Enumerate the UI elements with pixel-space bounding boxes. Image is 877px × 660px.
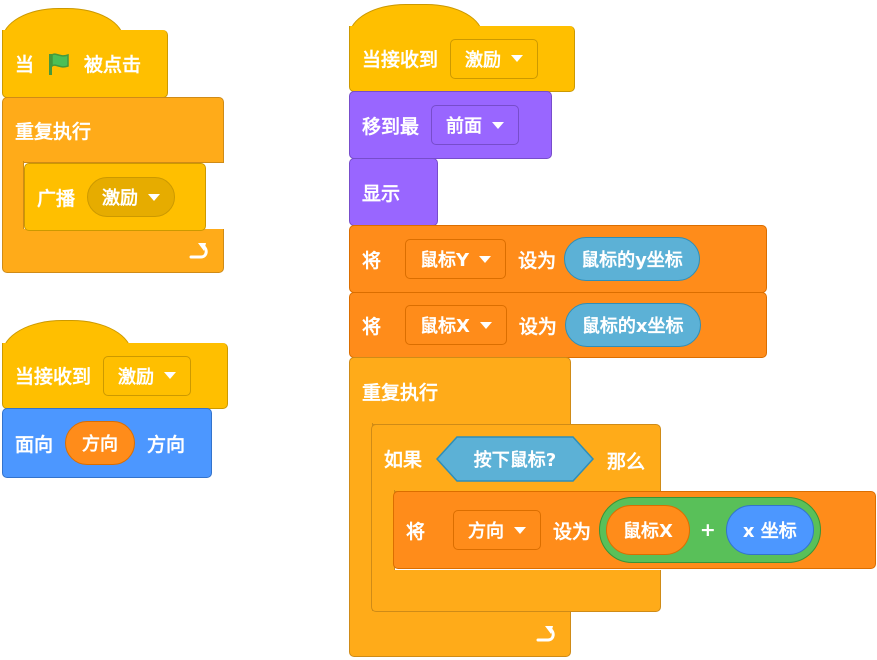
mouse-x-reporter[interactable]: 鼠标的x坐标 [564, 303, 701, 347]
point-in-direction-block[interactable]: 面向 方向 方向 [2, 408, 212, 478]
mouse-down-label-wrap: 按下鼠标? [435, 437, 595, 481]
receive-message-value: 激励 [465, 49, 502, 71]
mouse-y-label: 鼠标的y坐标 [581, 250, 683, 271]
forever-header: 重复执行 [349, 357, 571, 425]
forever-block[interactable]: 重复执行 [349, 357, 573, 657]
broadcast-block[interactable]: 广播 激励 [24, 163, 206, 231]
show-block[interactable]: 显示 [349, 158, 438, 226]
set-to-label: 设为 [518, 249, 557, 272]
forever-footer [349, 611, 571, 657]
set-direction-block[interactable]: 将 方向 设为 鼠标X + x 坐标 [393, 491, 876, 569]
front-label: 移到最 [362, 115, 420, 138]
hat-label: 当接收到 [15, 366, 92, 388]
receive-message-dropdown[interactable]: 激励 [450, 38, 539, 79]
set-label: 将 [406, 520, 426, 543]
mouse-x-variable-label: 鼠标X [623, 521, 673, 542]
mouse-x-variable-reporter[interactable]: 鼠标X [606, 505, 690, 555]
repeat-arrow-icon [536, 626, 555, 642]
if-footer [371, 570, 661, 612]
if-then-label: 那么 [607, 451, 646, 473]
set-to-label: 设为 [553, 520, 592, 543]
front-layer-value: 前面 [446, 116, 483, 137]
chevron-down-icon [148, 193, 161, 201]
chevron-down-icon [479, 321, 492, 329]
go-to-front-block[interactable]: 移到最 前面 [349, 91, 552, 159]
receive-message-dropdown[interactable]: 激励 [103, 355, 192, 396]
plus-sign: + [699, 519, 716, 541]
x-position-label: x 坐标 [742, 521, 797, 542]
green-flag-icon[interactable] [46, 51, 72, 77]
variable-dropdown-y[interactable]: 鼠标Y [405, 239, 507, 279]
forever-block[interactable]: 重复执行 [2, 97, 224, 277]
variable-value: 鼠标X [420, 316, 470, 337]
add-operator[interactable]: 鼠标X + x 坐标 [599, 497, 821, 563]
chevron-down-icon [514, 526, 527, 534]
set-to-label: 设为 [518, 315, 557, 338]
show-label: 显示 [362, 182, 401, 205]
hat-suffix: 被点击 [84, 54, 142, 76]
set-label: 将 [362, 249, 382, 272]
if-arm [371, 490, 395, 572]
receive-message-value: 激励 [118, 366, 155, 388]
mouse-down-label: 按下鼠标? [473, 450, 557, 471]
x-position-reporter[interactable]: x 坐标 [725, 505, 814, 555]
variable-dropdown-x[interactable]: 鼠标X [405, 305, 507, 345]
chevron-down-icon [164, 372, 177, 379]
repeat-arrow-icon [189, 243, 208, 259]
variable-value: 方向 [468, 521, 505, 542]
mouse-x-label: 鼠标的x坐标 [581, 316, 684, 337]
hat-prefix: 当 [15, 54, 35, 76]
chevron-down-icon [511, 55, 524, 62]
front-layer-dropdown[interactable]: 前面 [431, 105, 520, 145]
chevron-down-icon [492, 121, 505, 129]
hat-label: 当接收到 [362, 49, 439, 71]
chevron-down-icon [479, 255, 492, 263]
point-label: 面向 [15, 433, 54, 456]
set-label: 将 [362, 315, 382, 338]
forever-header: 重复执行 [2, 97, 224, 163]
broadcast-message-dropdown[interactable]: 激励 [87, 177, 176, 217]
set-variable-block-x[interactable]: 将 鼠标X 设为 鼠标的x坐标 [349, 292, 767, 358]
when-flag-clicked-block[interactable]: 当 被点击 [2, 30, 168, 98]
mouse-down-condition[interactable] [435, 435, 595, 483]
when-receive-block[interactable]: 当接收到 激励 [2, 343, 228, 409]
set-variable-block-y[interactable]: 将 鼠标Y 设为 鼠标的y坐标 [349, 225, 767, 293]
forever-footer [2, 229, 224, 273]
forever-arm [349, 423, 373, 613]
point-suffix: 方向 [147, 433, 186, 456]
forever-label: 重复执行 [15, 120, 92, 143]
broadcast-label: 广播 [37, 187, 76, 210]
broadcast-message-value: 激励 [102, 188, 139, 209]
forever-arm [2, 161, 24, 231]
direction-reporter-label: 方向 [82, 434, 119, 455]
variable-value: 鼠标Y [420, 250, 470, 271]
if-label: 如果 [384, 448, 423, 471]
direction-variable-dropdown[interactable]: 方向 [453, 510, 542, 550]
when-receive-block[interactable]: 当接收到 激励 [349, 26, 575, 92]
mouse-y-reporter[interactable]: 鼠标的y坐标 [564, 237, 700, 281]
direction-reporter[interactable]: 方向 [65, 421, 136, 465]
forever-label: 重复执行 [362, 381, 439, 404]
